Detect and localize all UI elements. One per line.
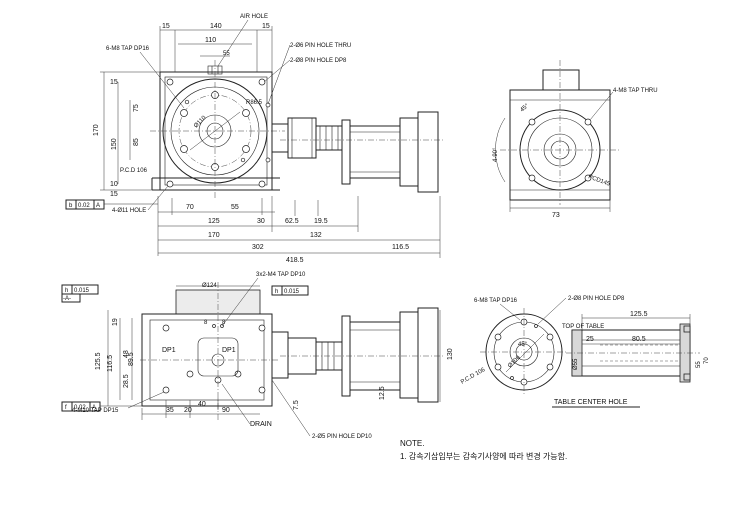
tol-b-val: 0.02 bbox=[78, 203, 90, 209]
air-hole-label: AIR HOLE bbox=[240, 14, 268, 20]
tol-b-ref: b bbox=[69, 203, 73, 209]
hole-4-11-label: 4-Ø11 HOLE bbox=[112, 208, 146, 214]
dim-130: 130 bbox=[447, 348, 454, 360]
dim-12-5: 12.5 bbox=[379, 386, 386, 400]
dim-80-5: 80.5 bbox=[632, 336, 646, 343]
dp1b-label: DP1 bbox=[222, 347, 236, 354]
tol-f-datum: A bbox=[92, 405, 96, 411]
dim-170v: 170 bbox=[93, 124, 100, 136]
tol-h-right-val: 0.015 bbox=[284, 289, 300, 295]
tolerance-frame-f bbox=[61, 401, 142, 412]
front-view bbox=[107, 282, 445, 420]
tap-6m8-dp16-label: 6-M8 TAP DP16 bbox=[106, 46, 150, 52]
dim-302: 302 bbox=[252, 244, 264, 251]
dim-140: 140 bbox=[210, 23, 222, 30]
tol-h-left-val: 0.015 bbox=[74, 288, 90, 294]
end-view bbox=[495, 60, 620, 212]
dim-75: 75 bbox=[133, 104, 140, 112]
dim-15b: 15 bbox=[262, 23, 270, 30]
pcd106-b-label: P.C.D 106 bbox=[460, 367, 487, 386]
deg-45-b-label: 45° bbox=[518, 342, 528, 348]
dim-19: 19 bbox=[112, 318, 119, 326]
pin-hole-thru-label: 2-Ø6 PIN HOLE THRU bbox=[290, 43, 351, 49]
dim-62-5: 62.5 bbox=[285, 218, 299, 225]
note-line-1: 1. 감속기삽입부는 감속기사양에 따라 변경 가능함. bbox=[400, 451, 567, 461]
dim-70v: 70 bbox=[704, 357, 710, 364]
dim-20: 20 bbox=[184, 407, 192, 414]
tolerance-frame-b bbox=[65, 199, 158, 210]
pin-hole-dp10-label: 2-Ø5 PIN HOLE DP10 bbox=[312, 434, 372, 440]
dim-19-5: 19.5 bbox=[314, 218, 328, 225]
dim-55b: 55 bbox=[231, 204, 239, 211]
note-title: NOTE. bbox=[400, 439, 424, 448]
dp1-label: DP1 bbox=[162, 347, 176, 354]
dim-8b: 8 bbox=[222, 320, 226, 326]
table-top-view bbox=[480, 308, 568, 396]
table-center-hole-label: TABLE CENTER HOLE bbox=[554, 399, 628, 406]
pin-hole-dp8-label: 2-Ø8 PIN HOLE DP8 bbox=[290, 58, 347, 64]
tol-b-datum: A bbox=[96, 203, 100, 209]
dim-132: 132 bbox=[310, 232, 322, 239]
phi110-label: Ø110 bbox=[193, 115, 208, 130]
dim-125: 125 bbox=[208, 218, 220, 225]
dim-8a: 8 bbox=[204, 320, 208, 326]
pcd145-label: PCD145 bbox=[587, 174, 611, 188]
tolerance-frame-h-right bbox=[271, 285, 309, 296]
dim-28-5: 28.5 bbox=[123, 374, 130, 388]
dim-40: 40 bbox=[198, 401, 206, 408]
tol-f-val: 0.02 bbox=[74, 405, 86, 411]
dim-48: 48 bbox=[123, 350, 130, 358]
dim-125-5h: 125.5 bbox=[630, 311, 648, 318]
deg-4-90-label: 4-90° bbox=[493, 147, 499, 162]
dim-73: 73 bbox=[552, 212, 560, 219]
pin-hole-dp8-b-label: 2-Ø8 PIN HOLE DP8 bbox=[568, 296, 625, 302]
dim-89-5: 89.5 bbox=[128, 352, 135, 366]
top-view bbox=[150, 60, 445, 198]
dim-125-5: 125.5 bbox=[95, 352, 102, 370]
dim-15d: 15 bbox=[110, 191, 118, 198]
dim-85: 85 bbox=[133, 138, 140, 146]
dim-15c: 15 bbox=[110, 79, 118, 86]
dim-116-5: 116.5 bbox=[392, 244, 409, 251]
tap-6m8-dp16-b-label: 6-M8 TAP DP16 bbox=[474, 298, 518, 304]
drain-label: DRAIN bbox=[250, 421, 272, 428]
datum-a: -A- bbox=[63, 296, 71, 302]
phi55-label: Ø55 bbox=[573, 358, 579, 370]
dim-418-5: 418.5 bbox=[286, 257, 304, 264]
dim-30: 30 bbox=[257, 218, 265, 225]
top-of-table-label: TOP OF TABLE bbox=[562, 324, 604, 330]
deg-45-label: 45° bbox=[519, 103, 530, 114]
dim-170h: 170 bbox=[208, 232, 220, 239]
tol-h-left-ref: h bbox=[65, 288, 68, 294]
phi55-right-label: 55 bbox=[696, 361, 702, 368]
top-view-dimensions bbox=[100, 26, 441, 258]
dim-70: 70 bbox=[186, 204, 194, 211]
dim-55: 55 bbox=[223, 51, 230, 57]
dim-35: 35 bbox=[166, 407, 174, 414]
r86-5-label: R86.5 bbox=[246, 100, 263, 106]
dim-15a: 15 bbox=[162, 23, 170, 30]
phi106-label: Ø106 bbox=[507, 354, 522, 369]
dim-10: 10 bbox=[110, 181, 118, 188]
tap-4m8-thru-label: 4-M8 TAP THRU bbox=[613, 88, 658, 94]
dim-110: 110 bbox=[205, 37, 216, 44]
phi124-label: Ø124 bbox=[202, 283, 217, 289]
center-hole-section bbox=[566, 314, 700, 383]
tol-f-ref: f bbox=[65, 405, 67, 411]
tolerance-frame-h-left bbox=[61, 284, 99, 303]
tol-h-right-ref: h bbox=[275, 289, 278, 295]
dim-90: 90 bbox=[222, 407, 230, 414]
dim-7-5: 7.5 bbox=[293, 400, 300, 410]
dim-25: 25 bbox=[586, 336, 594, 343]
dim-150: 150 bbox=[111, 138, 118, 150]
pcd106-label: P.C.D 106 bbox=[120, 168, 148, 174]
dim-116-5v: 116.5 bbox=[107, 355, 114, 372]
tap-3x2-m4-label: 3x2-M4 TAP DP10 bbox=[256, 272, 306, 278]
